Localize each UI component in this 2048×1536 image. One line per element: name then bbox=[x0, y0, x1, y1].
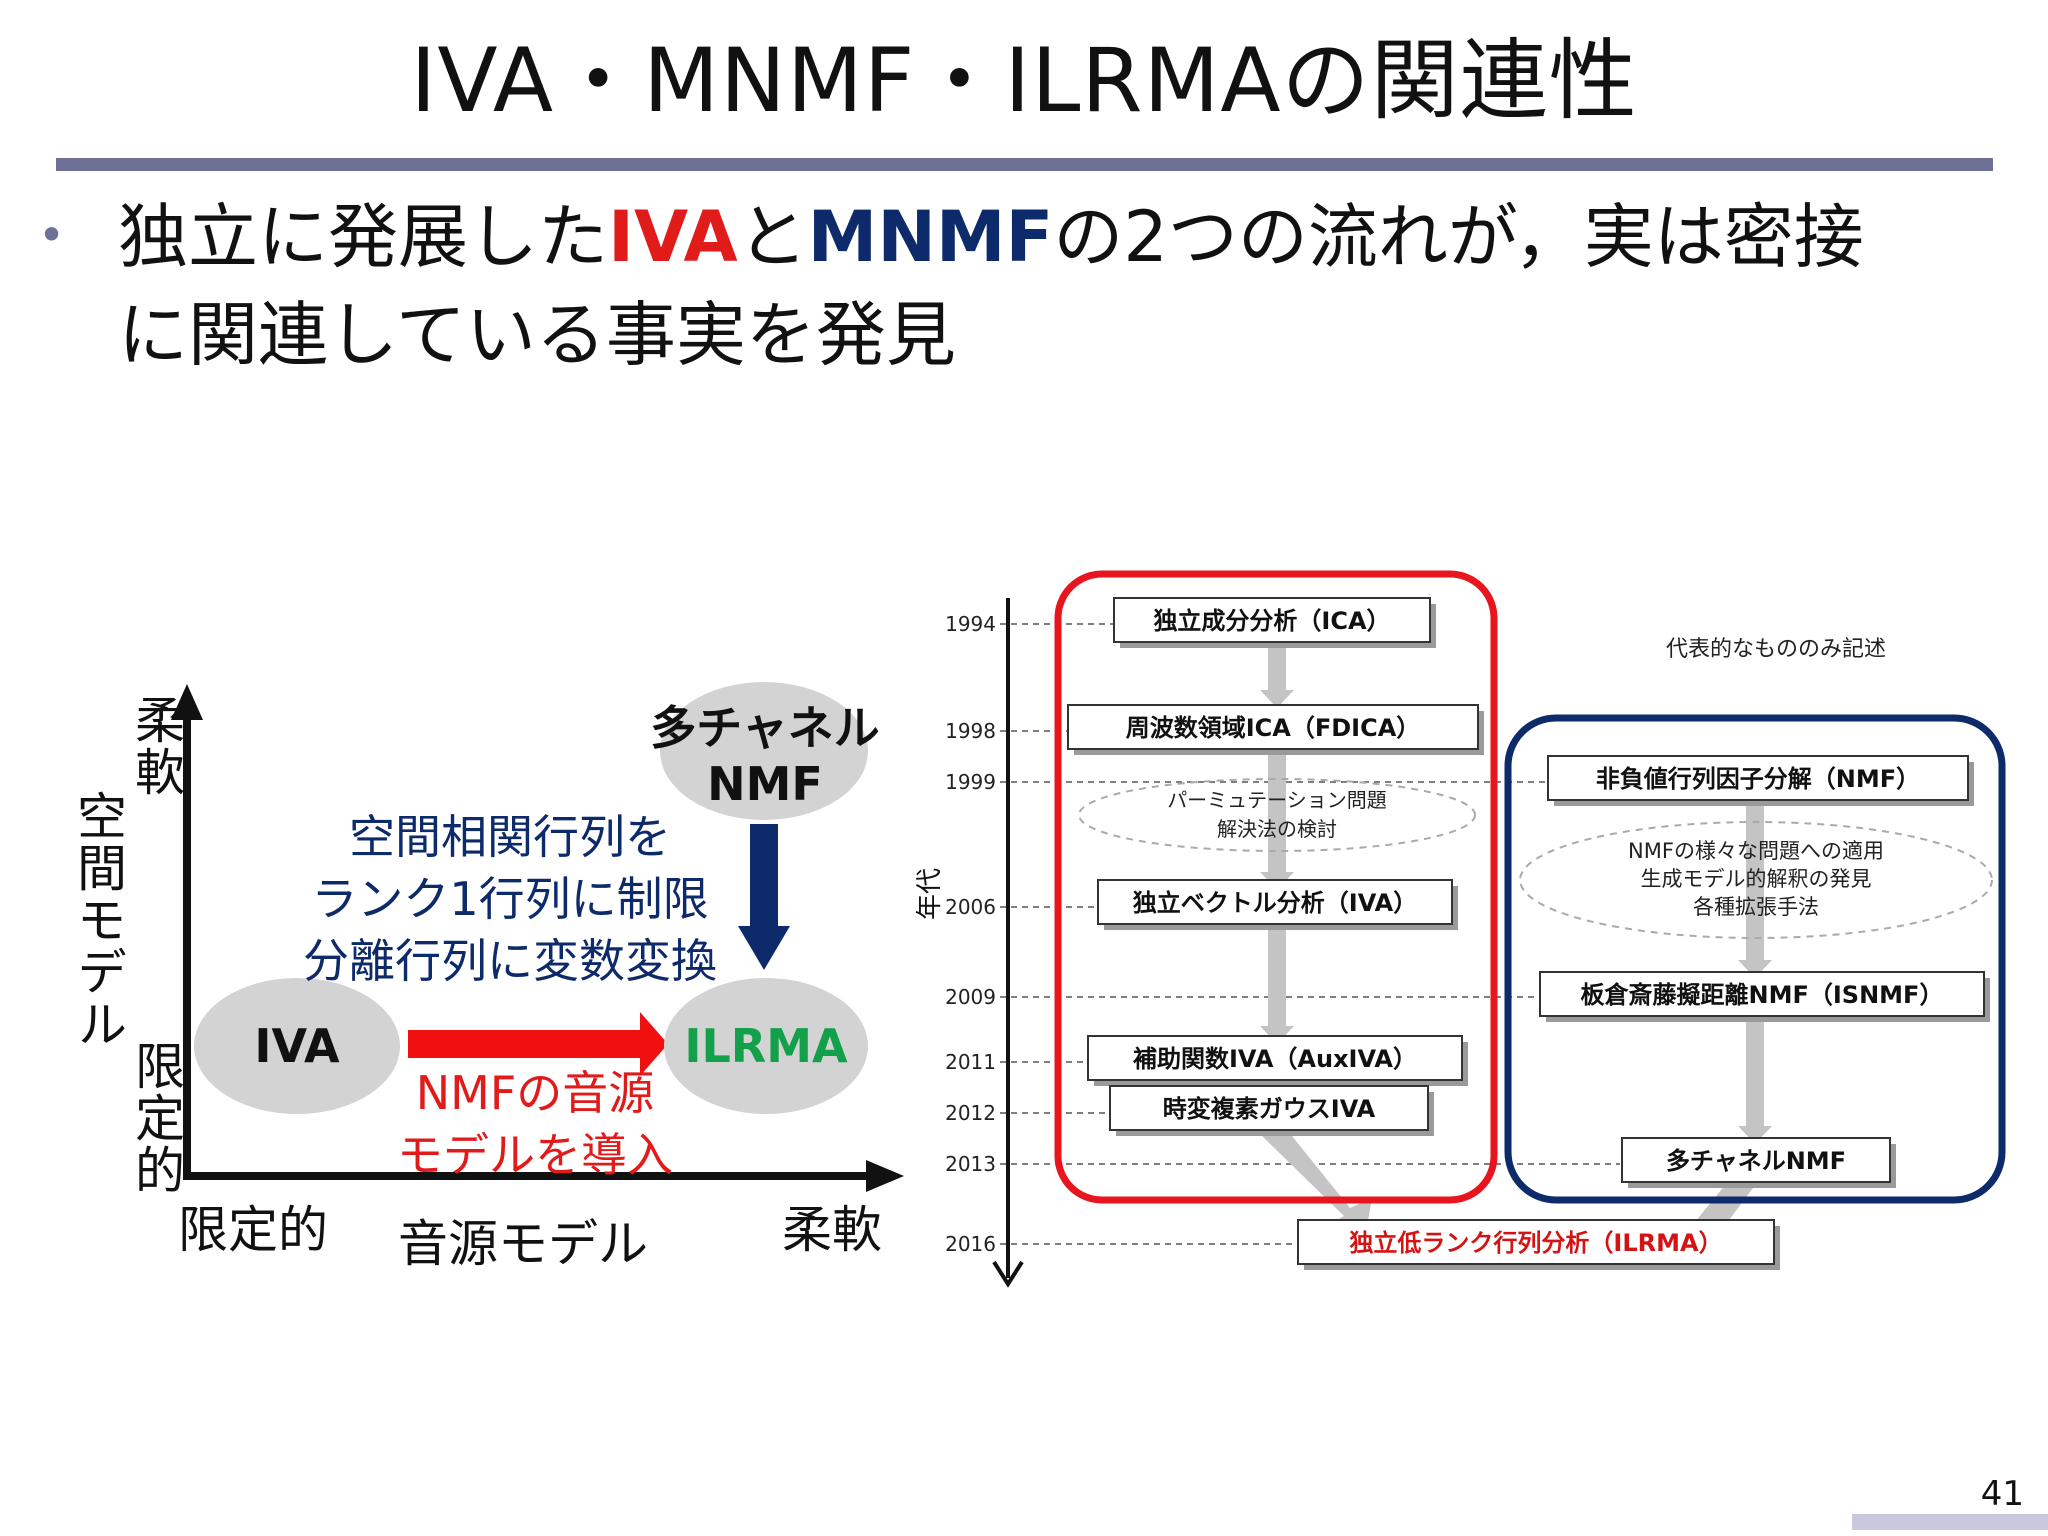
y-axis-limited-label: 限定的 bbox=[127, 1040, 185, 1196]
x-axis-arrowhead bbox=[866, 1160, 904, 1192]
bullet-icon: • bbox=[38, 208, 66, 262]
bullet-text-part1: 独立に発展した bbox=[118, 196, 608, 278]
nmf-box bbox=[1547, 755, 1969, 801]
ilrma-node: ILRMA bbox=[664, 978, 868, 1114]
mnmf-node-label: 多チャネル NMF bbox=[640, 700, 890, 812]
tvgiva-box-label: 時変複素ガウスIVA bbox=[1163, 1095, 1376, 1123]
fdica-box bbox=[1067, 704, 1479, 750]
ilrma-box bbox=[1297, 1219, 1775, 1265]
perm-note-ellipse bbox=[1078, 778, 1476, 852]
year-label: 2012 bbox=[945, 1101, 996, 1125]
perm-note-line2: 解決法の検討 bbox=[1217, 817, 1337, 841]
year-label: 2011 bbox=[945, 1050, 996, 1074]
y-axis-title: 空間モデル bbox=[69, 790, 127, 1050]
x-axis-flexible-label: 柔軟 bbox=[782, 1201, 882, 1259]
year-label: 2016 bbox=[945, 1232, 996, 1256]
red-arrow-shaft bbox=[408, 1030, 646, 1058]
iva-node: IVA bbox=[194, 978, 400, 1114]
ilrma-box-label: 独立低ランク行列分析（ILRMA） bbox=[1349, 1229, 1722, 1257]
x-axis-title: 音源モデル bbox=[398, 1215, 648, 1273]
timeline-arrowhead bbox=[992, 1260, 1024, 1288]
isnmf-box bbox=[1539, 971, 1985, 1017]
mnmf-node-label-line1: 多チャネル bbox=[650, 701, 880, 755]
navy-arrow-shaft bbox=[750, 824, 778, 932]
iva-lineage-frame bbox=[1054, 570, 1498, 1204]
keyword-mnmf: MNMF bbox=[807, 196, 1054, 278]
spatial-note-line3: 分離行列に変数変換 bbox=[303, 934, 717, 988]
year-label: 2009 bbox=[945, 985, 996, 1009]
method-boxes: 独立成分分析（ICA） 周波数領域ICA（FDICA） 独立ベクトル分析（IVA… bbox=[1067, 597, 1990, 1270]
y-axis-arrowhead bbox=[171, 684, 203, 720]
spatial-note-line2: ランク1行列に制限 bbox=[311, 872, 709, 926]
ilrma-node-label: ILRMA bbox=[684, 1019, 848, 1073]
year-label: 2006 bbox=[945, 895, 996, 919]
iva-box-label: 独立ベクトル分析（IVA） bbox=[1133, 889, 1417, 917]
year-labels: 1994 1998 1999 2006 2009 2011 2012 2013 … bbox=[945, 612, 996, 1256]
mnmf-box bbox=[1621, 1137, 1891, 1183]
fdica-box-label: 周波数領域ICA（FDICA） bbox=[1126, 714, 1421, 742]
bullet-text-part3: の2つの流れが，実は密接 bbox=[1053, 196, 1864, 278]
source-note-line2: モデルを導入 bbox=[397, 1128, 673, 1182]
nmf-note-line2: 生成モデル的解釈の発見 bbox=[1641, 867, 1872, 891]
year-label: 1998 bbox=[945, 719, 996, 743]
year-label: 1999 bbox=[945, 770, 996, 794]
nmf-box-label: 非負値行列因子分解（NMF） bbox=[1596, 765, 1920, 793]
timeline-axis-label: 年代 bbox=[915, 868, 945, 920]
keyword-iva: IVA bbox=[608, 196, 738, 278]
isnmf-box-label: 板倉斎藤擬距離NMF（ISNMF） bbox=[1581, 981, 1944, 1009]
mnmf-node bbox=[660, 682, 868, 820]
nmf-note-ellipse bbox=[1519, 821, 1993, 939]
auxiva-box bbox=[1087, 1035, 1463, 1081]
perm-note-line1: パーミュテーション問題 bbox=[1167, 788, 1387, 812]
bullet-text-line2: に関連している事実を発見 bbox=[118, 294, 956, 376]
iva-box bbox=[1097, 879, 1453, 925]
page-number: 41 bbox=[1980, 1474, 2024, 1514]
year-label: 2013 bbox=[945, 1152, 996, 1176]
timeline-note: 代表的なもののみ記述 bbox=[1666, 637, 1886, 662]
x-axis-limited-label: 限定的 bbox=[178, 1201, 328, 1259]
bullet-text-part2: と bbox=[737, 196, 808, 278]
spatial-constraint-note: 空間相関行列を ランク1行列に制限 分離行列に変数変換 bbox=[270, 806, 750, 992]
navy-arrow-head bbox=[738, 926, 790, 970]
tvgiva-box bbox=[1109, 1085, 1429, 1131]
year-label: 1994 bbox=[945, 612, 996, 636]
bullet-text: 独立に発展したIVAとMNMFの2つの流れが，実は密接 に関連している事実を発見 bbox=[118, 188, 1998, 384]
y-axis-flexible-label: 柔軟 bbox=[127, 694, 185, 798]
source-model-note: NMFの音源 モデルを導入 bbox=[370, 1062, 700, 1186]
timeline-figure: 年代 1994 1998 1999 2006 2009 2011 2012 20… bbox=[915, 570, 2006, 1288]
footer-accent-bar bbox=[1852, 1514, 2048, 1530]
iva-node-label: IVA bbox=[254, 1019, 340, 1073]
ica-box-label: 独立成分分析（ICA） bbox=[1153, 607, 1390, 635]
ica-box bbox=[1113, 597, 1431, 643]
source-note-line1: NMFの音源 bbox=[415, 1066, 655, 1120]
spatial-note-line1: 空間相関行列を bbox=[349, 810, 671, 864]
title-underline bbox=[56, 158, 1993, 171]
red-arrow-head bbox=[640, 1012, 668, 1076]
auxiva-box-label: 補助関数IVA（AuxIVA） bbox=[1132, 1045, 1417, 1073]
nmf-lineage-frame bbox=[1504, 714, 2006, 1204]
mnmf-node-label-line2: NMF bbox=[707, 757, 823, 811]
mnmf-box-label: 多チャネルNMF bbox=[1666, 1147, 1846, 1175]
nmf-note-line1: NMFの様々な問題への適用 bbox=[1628, 839, 1884, 863]
nmf-note-line3: 各種拡張手法 bbox=[1693, 895, 1819, 919]
slide-title: IVA・MNMF・ILRMAの関連性 bbox=[410, 29, 1638, 132]
